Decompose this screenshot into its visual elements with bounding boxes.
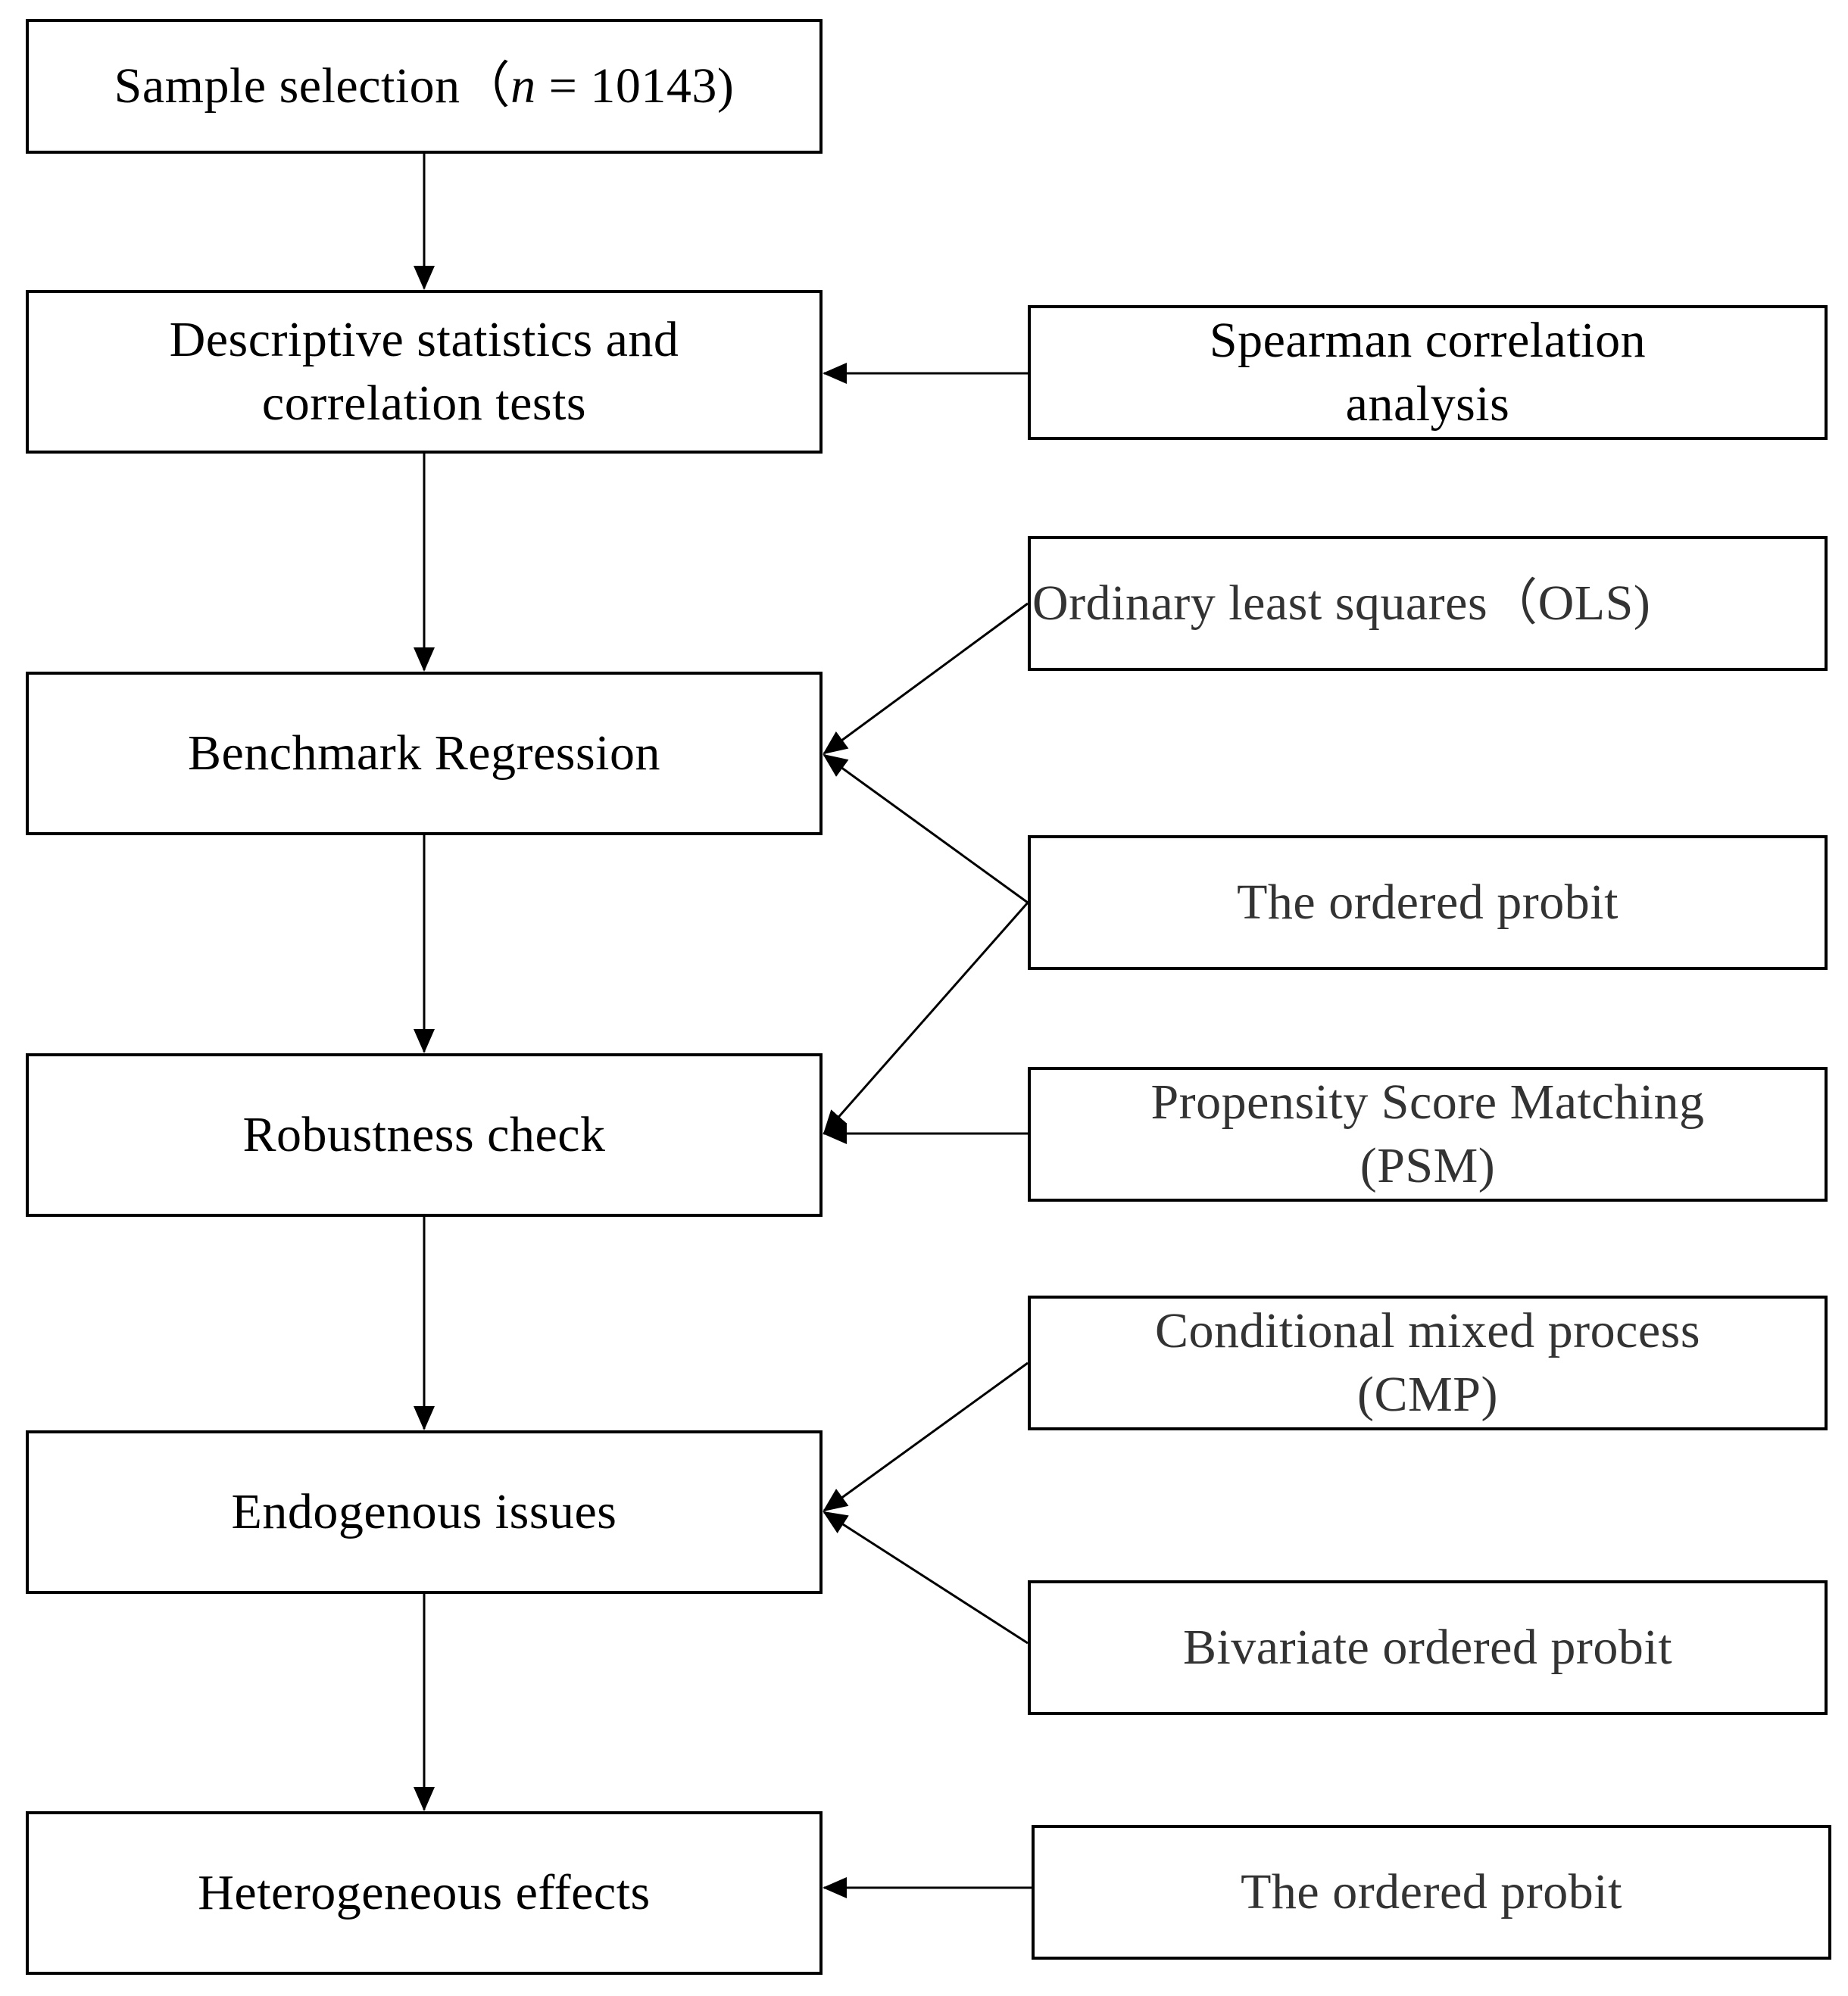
robustness-check-label: Robustness check [242, 1107, 606, 1163]
benchmark-regression-box: Benchmark Regression [26, 672, 823, 835]
descriptive-statistics-label: Descriptive statistics and correlation t… [169, 311, 679, 431]
arrow-probit-to-benchmark [823, 753, 1029, 904]
spearman-correlation-label: Spearman correlation analysis [1209, 312, 1647, 432]
ordered-probit-label: The ordered probit [1237, 875, 1619, 931]
cmp-box: Conditional mixed process (CMP) [1028, 1296, 1828, 1430]
psm-box: Propensity Score Matching (PSM) [1028, 1067, 1828, 1202]
bivariate-ordered-probit-label: Bivariate ordered probit [1182, 1620, 1673, 1676]
arrow-probit-to-robustness [823, 902, 1029, 1135]
endogenous-issues-label: Endogenous issues [231, 1484, 617, 1540]
robustness-check-box: Robustness check [26, 1053, 823, 1217]
benchmark-regression-label: Benchmark Regression [187, 725, 660, 781]
ordered-probit-heterogeneous-label: The ordered probit [1241, 1864, 1622, 1920]
arrow-bivariate-to-endogenous [823, 1511, 1029, 1645]
arrow-ols-to-benchmark [823, 602, 1029, 755]
ols-box: Ordinary least squares（OLS) [1028, 536, 1828, 671]
sample-selection-label: Sample selection（n = 10143) [114, 58, 735, 114]
heterogeneous-effects-label: Heterogeneous effects [198, 1865, 651, 1921]
ordered-probit-box: The ordered probit [1028, 835, 1828, 970]
cmp-label: Conditional mixed process (CMP) [1154, 1302, 1701, 1422]
spearman-correlation-box: Spearman correlation analysis [1028, 305, 1828, 440]
arrow-cmp-to-endogenous [823, 1361, 1029, 1512]
ols-label: Ordinary least squares（OLS) [1032, 575, 1651, 632]
heterogeneous-effects-box: Heterogeneous effects [26, 1811, 823, 1975]
ordered-probit-heterogeneous-box: The ordered probit [1032, 1825, 1831, 1960]
bivariate-ordered-probit-box: Bivariate ordered probit [1028, 1580, 1828, 1715]
descriptive-statistics-box: Descriptive statistics and correlation t… [26, 290, 823, 454]
psm-label: Propensity Score Matching (PSM) [1150, 1074, 1705, 1193]
sample-selection-box: Sample selection（n = 10143) [26, 19, 823, 154]
endogenous-issues-box: Endogenous issues [26, 1430, 823, 1594]
